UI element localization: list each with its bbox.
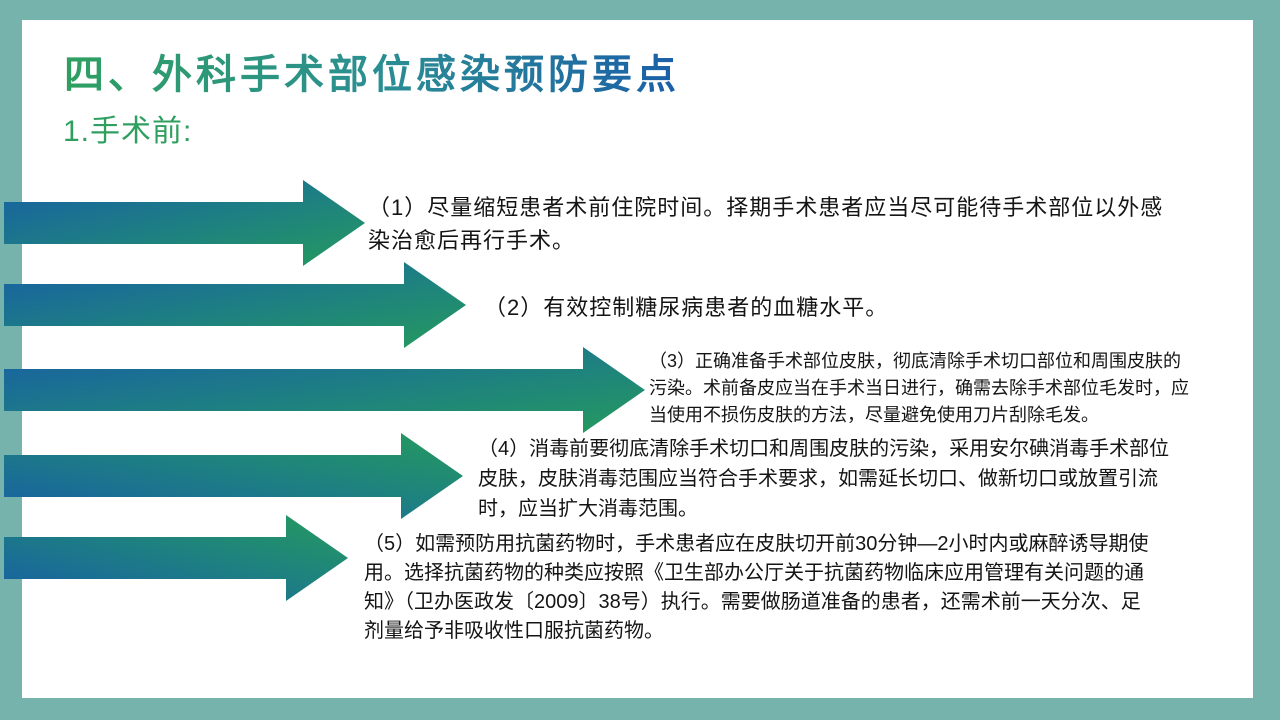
point-2-text: （2）有效控制糖尿病患者的血糖水平。: [484, 295, 889, 320]
slide-title: 四、外科手术部位感染预防要点: [64, 42, 680, 100]
point-1-text: （1）尽量缩短患者术前住院时间。择期手术患者应当尽可能待手术部位以外感 染治愈后…: [368, 195, 1164, 253]
point-4-text: （4）消毒前要彻底清除手术切口和周围皮肤的污染，采用安尔碘消毒手术部位 皮肤，皮…: [478, 438, 1170, 520]
point-3-text: （3）正确准备手术部位皮肤，彻底清除手术切口部位和周围皮肤的 污染。术前备皮应当…: [649, 351, 1189, 425]
slide-subtitle: 1.手术前:: [63, 115, 193, 148]
slide-content-area: [22, 20, 1253, 698]
point-5-text: （5）如需预防用抗菌药物时，手术患者应在皮肤切开前30分钟—2小时内或麻醉诱导期…: [364, 533, 1149, 642]
